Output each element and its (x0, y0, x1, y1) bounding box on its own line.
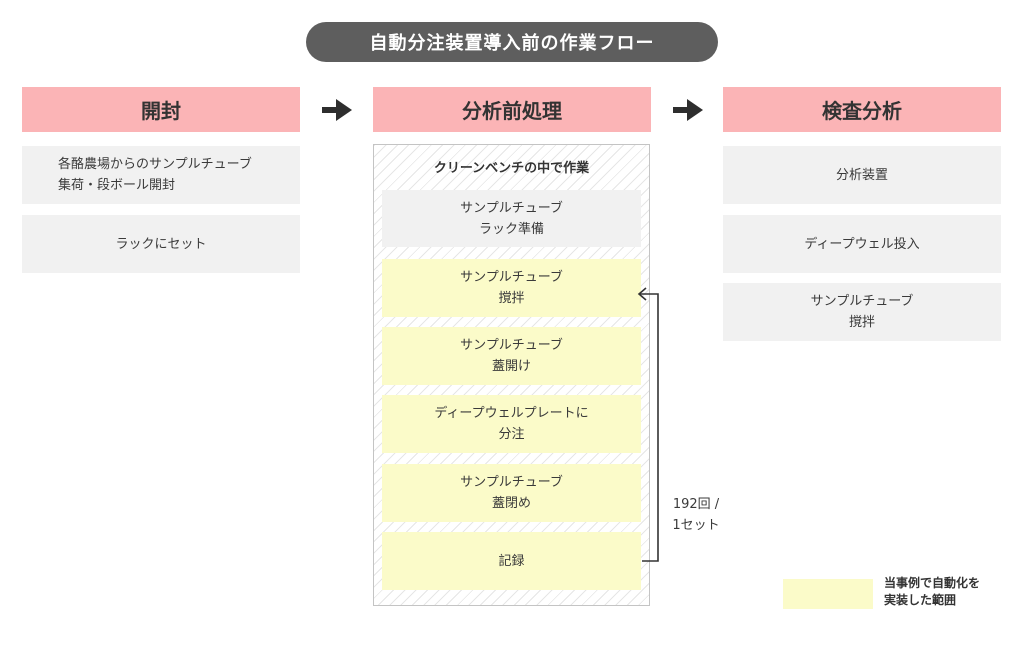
legend-line: 当事例で自動化を (884, 576, 981, 590)
step-line: 撹拌 (848, 315, 875, 330)
loop-count-label: 192回 / 1セット (668, 494, 724, 536)
column-header-preprocessing: 分析前処理 (373, 87, 651, 132)
step-line: 分注 (498, 427, 525, 442)
step-line: サンプルチューブ (460, 475, 563, 490)
step-line: サンプルチューブ (460, 338, 563, 353)
step-dispense: ディープウェルプレートに 分注 (382, 395, 641, 453)
step-line: サンプルチューブ (460, 270, 563, 285)
step-line: 蓋開け (491, 359, 531, 374)
legend-label: 当事例で自動化を 実装した範囲 (884, 575, 980, 609)
step-line: 撹拌 (498, 291, 525, 306)
diagram-title: 自動分注装置導入前の作業フロー (306, 22, 718, 62)
step-deepwell-load: ディープウェル投入 (723, 215, 1001, 273)
step-close-cap: サンプルチューブ 蓋閉め (382, 464, 641, 522)
step-tube-stir: サンプルチューブ 撹拌 (723, 283, 1001, 341)
column-header-opening: 開封 (22, 87, 300, 132)
arrow-right-icon (322, 99, 352, 121)
loop-back-arrow-icon (637, 287, 659, 562)
step-line: ラック準備 (478, 221, 544, 237)
loop-count-line: 1セット (672, 518, 720, 533)
legend-line: 実装した範囲 (884, 593, 957, 607)
step-open-cap: サンプルチューブ 蓋開け (382, 327, 641, 385)
step-line: 分析装置 (835, 167, 888, 183)
step-set-rack: ラックにセット (22, 215, 300, 273)
step-line: ラックにセット (115, 236, 207, 252)
step-line: 各酪農場からのサンプルチューブ (58, 157, 252, 172)
step-line: 蓋閉め (491, 496, 531, 511)
clean-bench-label: クリーンベンチの中で作業 (433, 161, 590, 176)
column-header-analysis: 検査分析 (723, 87, 1001, 132)
step-record: 記録 (382, 532, 641, 590)
step-line: ディープウェルプレートに (434, 406, 589, 421)
step-line: 集荷・段ボール開封 (58, 178, 176, 193)
step-line: サンプルチューブ (460, 200, 563, 216)
arrow-right-icon (673, 99, 703, 121)
step-analyzer: 分析装置 (723, 146, 1001, 204)
step-tube-collection: 各酪農場からのサンプルチューブ 集荷・段ボール開封 (22, 146, 300, 204)
step-rack-prep: サンプルチューブ ラック準備 (382, 190, 641, 247)
loop-count-line: 192回 / (672, 497, 720, 512)
legend-swatch (783, 579, 873, 609)
step-line: 記録 (498, 553, 525, 569)
step-line: ディープウェル投入 (804, 236, 920, 252)
step-line: サンプルチューブ (810, 294, 914, 309)
step-stir: サンプルチューブ 撹拌 (382, 259, 641, 317)
